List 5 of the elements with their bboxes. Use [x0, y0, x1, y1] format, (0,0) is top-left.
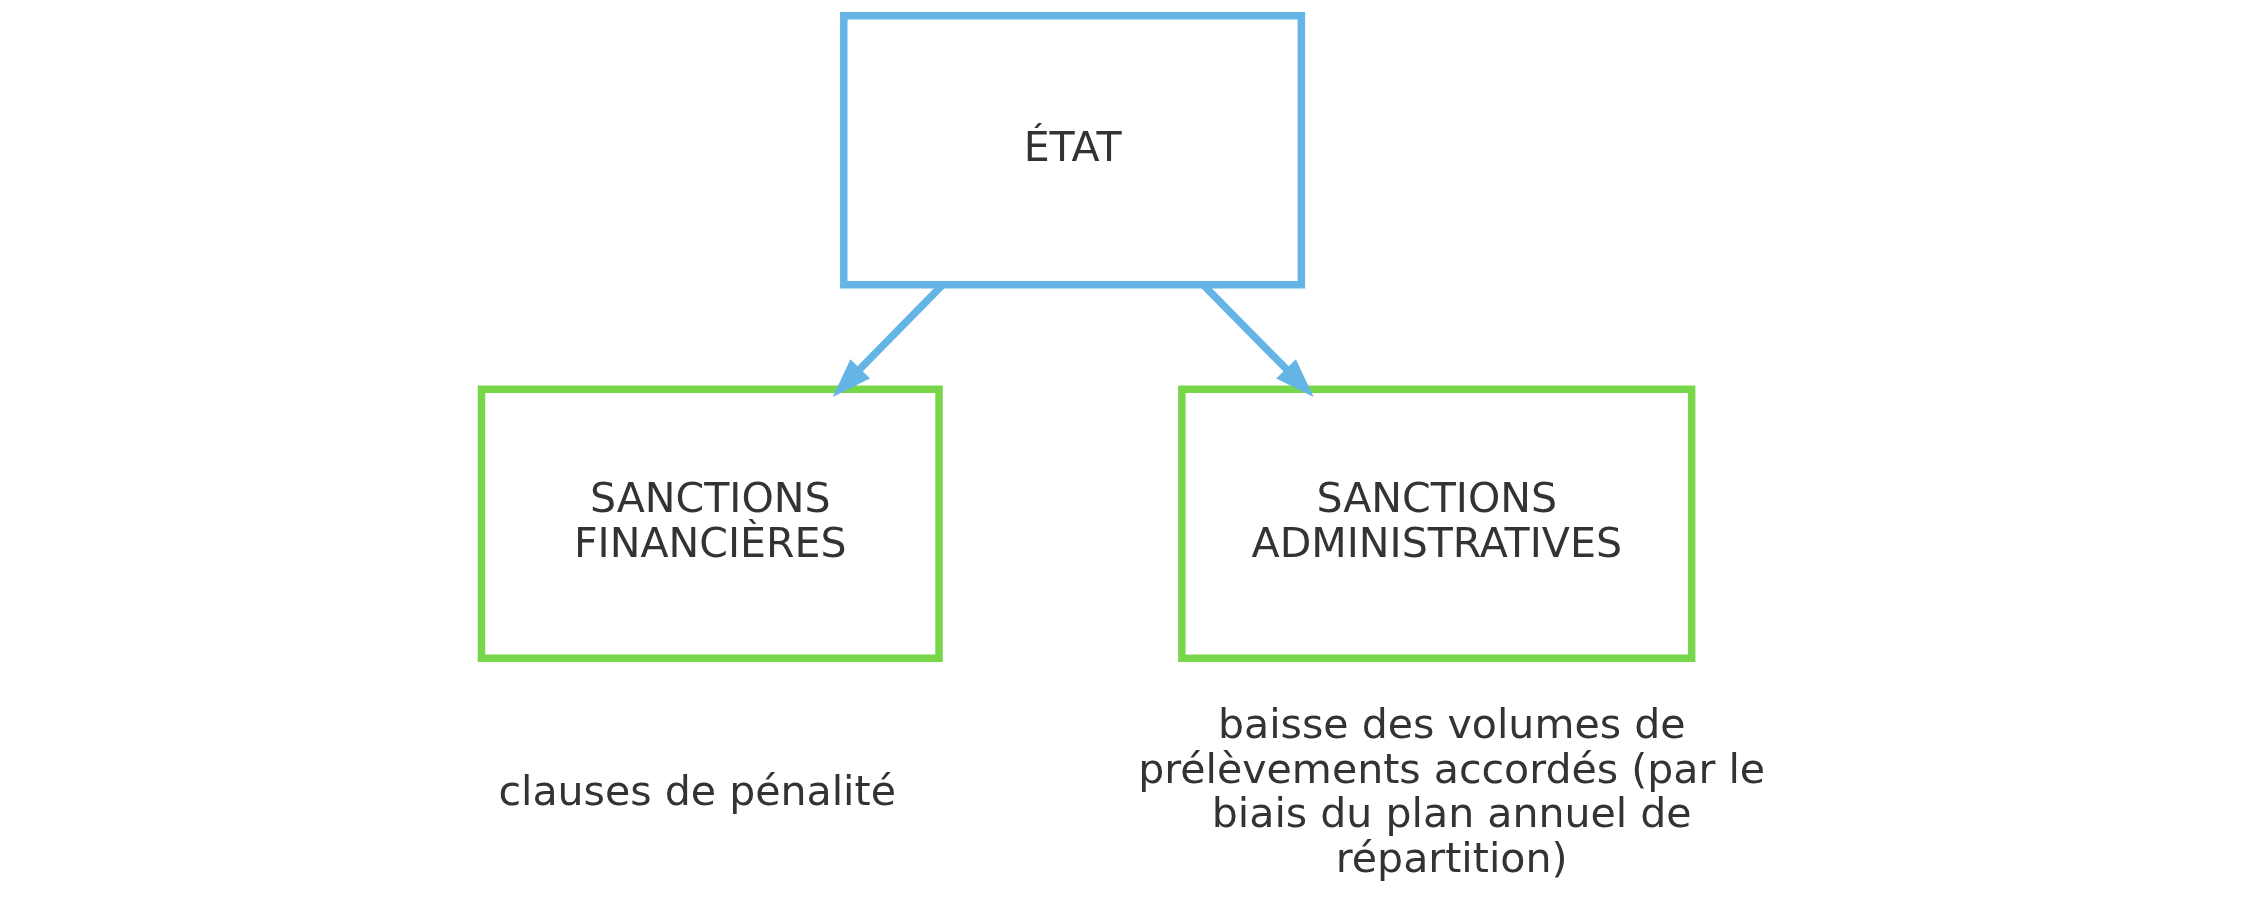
node-box: SANCTIONS ADMINISTRATIVES [1177, 385, 1695, 662]
node-box: ÉTAT [839, 12, 1305, 289]
node-box: SANCTIONS FINANCIÈRES [477, 385, 943, 662]
node-label: clauses de pénalité [497, 767, 896, 815]
node-label: baisse des volumes de prélèvements accordés (par le biais du plan annuel de répartition) [1137, 699, 1765, 883]
